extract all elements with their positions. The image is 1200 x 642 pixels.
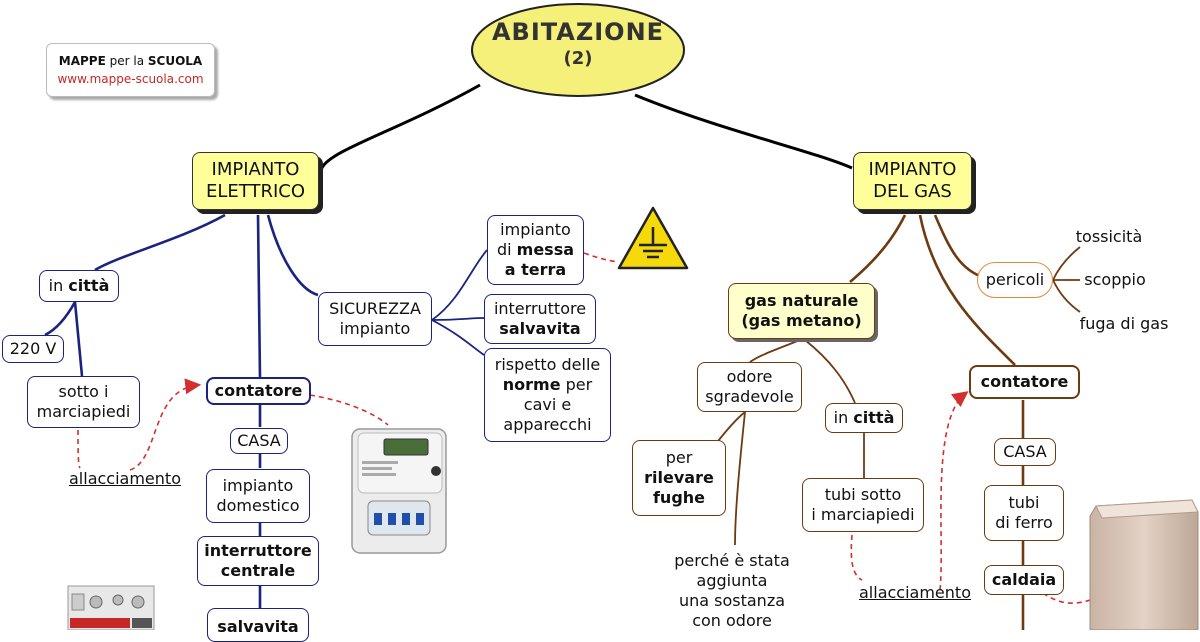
ground-warning-icon xyxy=(617,206,689,270)
node-label: rispetto delle xyxy=(494,355,601,374)
node-label: sgradevole xyxy=(705,387,794,406)
title-ellipse xyxy=(471,3,685,97)
node-label: cavi e xyxy=(523,395,572,414)
node-label: pericoli xyxy=(985,270,1045,289)
node-label: di ferro xyxy=(995,513,1053,532)
text-line: aggiunta xyxy=(696,571,768,590)
node-label: interruttore xyxy=(204,541,312,560)
gas-allacciamento-label: allacciamento xyxy=(859,583,971,602)
node-label: CASA xyxy=(237,431,281,450)
tubi-sotto-marciapiedi-node: tubi sotto i marciapiedi xyxy=(802,478,924,532)
node-label: contatore xyxy=(980,372,1069,391)
node-label: gas naturale xyxy=(744,291,859,310)
node-label: sotto i xyxy=(58,382,109,401)
sotto-marciapiedi-node: sotto i marciapiedi xyxy=(27,376,140,428)
node-label: impianto xyxy=(222,476,294,495)
odore-sgradevole-node: odore sgradevole xyxy=(697,362,802,412)
tossicita-label: tossicità xyxy=(1075,227,1143,246)
node-label: tubi sotto xyxy=(824,485,902,504)
boiler-icon xyxy=(1089,499,1199,630)
caldaia-node: caldaia xyxy=(984,565,1064,595)
rispetto-norme-node: rispetto delle norme per cavi e apparecc… xyxy=(484,348,611,442)
node-label: salvavita xyxy=(499,319,581,338)
node-label: per xyxy=(665,448,693,467)
logo-line1: MAPPE per la SCUOLA xyxy=(58,54,203,68)
node-label: 220 V xyxy=(9,339,57,358)
impianto-elettrico-node: IMPIANTO ELETTRICO xyxy=(192,152,319,210)
node-label: i marciapiedi xyxy=(811,505,915,524)
text-line: con odore xyxy=(692,611,772,630)
electric-meter-icon xyxy=(351,428,447,554)
allacciamento-label: allacciamento xyxy=(69,469,181,488)
node-label: interruttore xyxy=(493,299,587,318)
perche-text: perché è stata aggiunta una sostanza con… xyxy=(662,551,802,631)
node-label: contatore xyxy=(214,381,303,400)
circuit-breaker-icon xyxy=(67,585,155,630)
title-sub: (2) xyxy=(563,48,593,69)
in-citta-node: in città xyxy=(39,270,119,302)
gas-casa-node: CASA xyxy=(994,438,1056,466)
site-logo[interactable]: MAPPE per la SCUOLA www.mappe-scuola.com xyxy=(46,43,215,97)
node-label: CASA xyxy=(1003,442,1047,461)
node-label: SICUREZZA xyxy=(329,299,421,318)
node-label: impianto xyxy=(500,220,571,239)
sicurezza-impianto-node: SICUREZZA impianto xyxy=(318,292,432,346)
title-main: ABITAZIONE xyxy=(491,18,665,46)
node-label: salvavita xyxy=(217,617,299,636)
impianto-gas-node: IMPIANTO DEL GAS xyxy=(853,152,972,210)
contatore-node: contatore xyxy=(206,377,311,405)
node-label: a terra xyxy=(504,260,567,279)
node-label: rilevare xyxy=(644,468,714,487)
casa-node: CASA xyxy=(230,428,288,454)
text-line: una sostanza xyxy=(678,591,786,610)
gas-contatore-node: contatore xyxy=(969,365,1080,399)
text-line: perché è stata xyxy=(674,551,790,570)
node-label: (gas metano) xyxy=(741,311,862,330)
node-label: apparecchi xyxy=(503,415,592,434)
node-label: IMPIANTO xyxy=(211,159,300,180)
title-node: ABITAZIONE (2) xyxy=(469,0,687,118)
node-label: caldaia xyxy=(991,570,1057,589)
interruttore-salvavita-node: interruttore salvavita xyxy=(484,294,596,344)
messa-a-terra-node: impianto di messa a terra xyxy=(487,215,584,285)
node-label: ELETTRICO xyxy=(206,181,305,202)
gas-naturale-node: gas naturale (gas metano) xyxy=(728,283,875,339)
scoppio-label: scoppio xyxy=(1084,270,1146,289)
220v-node: 220 V xyxy=(2,335,64,363)
node-label: odore xyxy=(726,367,773,386)
logo-url[interactable]: www.mappe-scuola.com xyxy=(57,72,204,86)
node-label: centrale xyxy=(220,561,296,580)
node-label: tubi xyxy=(1008,493,1040,512)
node-label: domestico xyxy=(216,496,300,515)
rilevare-fughe-node: per rilevare fughe xyxy=(632,440,726,516)
node-label: marciapiedi xyxy=(36,402,131,421)
tubi-di-ferro-node: tubi di ferro xyxy=(984,485,1064,541)
node-label: fughe xyxy=(652,488,706,507)
pericoli-node: pericoli xyxy=(977,262,1053,298)
fuga-di-gas-label: fuga di gas xyxy=(1079,314,1169,333)
salvavita-node: salvavita xyxy=(207,608,309,642)
node-label: impianto xyxy=(339,319,411,338)
node-label: IMPIANTO xyxy=(868,159,957,180)
impianto-domestico-node: impianto domestico xyxy=(206,469,310,523)
gas-in-citta-node: in città xyxy=(825,403,903,433)
node-label: DEL GAS xyxy=(873,181,952,202)
interruttore-centrale-node: interruttore centrale xyxy=(197,536,319,586)
